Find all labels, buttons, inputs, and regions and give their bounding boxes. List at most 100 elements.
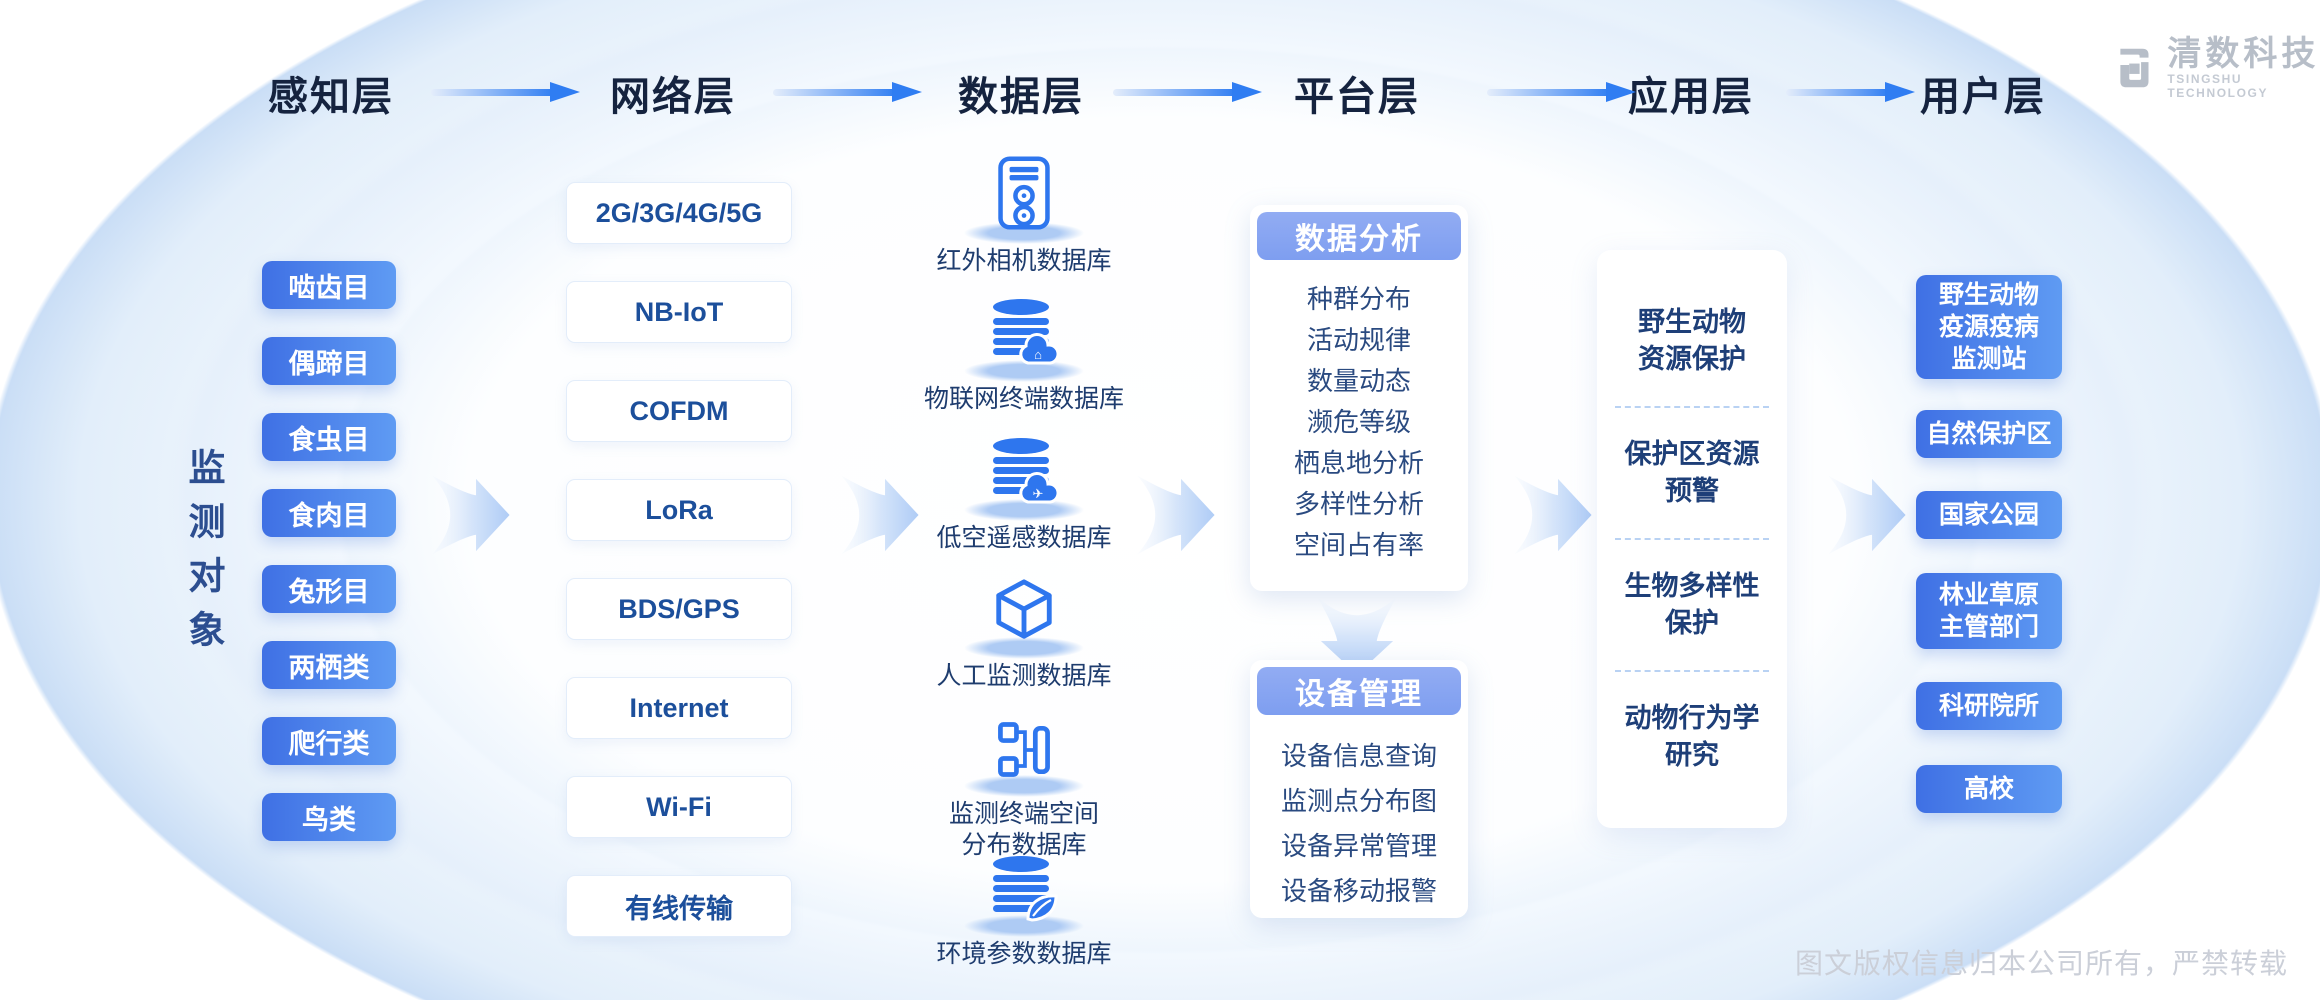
analysis-item: 种群分布: [1306, 284, 1411, 314]
database-label: 环境参数数据库: [936, 940, 1112, 968]
database-item: 红外相机数据库: [914, 156, 1134, 277]
layer-title-user: 用户层: [1920, 75, 2046, 119]
perception-item-birds: 鸟类: [262, 793, 396, 841]
database-label: 低空遥感数据库: [936, 524, 1112, 552]
application-item-line: 资源保护: [1638, 344, 1746, 374]
application-item: 生物多样性 保护: [1597, 540, 1787, 670]
svg-text:✈: ✈: [1033, 486, 1044, 501]
database-item: ⌂ 物联网终端数据库: [914, 298, 1134, 415]
database-label: 监测终端空间: [948, 800, 1099, 828]
device-management-card-title: 设备管理: [1257, 667, 1461, 715]
network-item-nbiot: NB-IoT: [566, 281, 792, 343]
brand-logo: 清数科技 TSINGSHU TECHNOLOGY: [2110, 36, 2320, 100]
flow-arrow-icon: [1132, 470, 1218, 560]
dashed-divider: [1615, 538, 1769, 540]
device-item: 设备异常管理: [1280, 831, 1437, 861]
network-item-lora: LoRa: [566, 479, 792, 541]
perception-item-carnivora: 食肉目: [262, 489, 396, 537]
user-item-line: 主管部门: [1938, 613, 2039, 641]
analysis-item: 数量动态: [1306, 366, 1411, 396]
aerial-cloud-database-icon: ✈: [914, 437, 1134, 507]
cube-icon: [914, 575, 1134, 645]
user-item-national-park: 国家公园: [1916, 491, 2062, 539]
perception-item-lagomorpha: 兔形目: [262, 565, 396, 613]
application-item-line: 生物多样性: [1624, 571, 1760, 601]
database-label: 物联网终端数据库: [923, 385, 1124, 413]
database-item: 环境参数数据库: [914, 853, 1134, 970]
database-label: 红外相机数据库: [936, 247, 1112, 275]
user-item-line: 高校: [1963, 775, 2014, 803]
analysis-item: 濒危等级: [1306, 407, 1411, 437]
application-item-line: 野生动物: [1638, 307, 1746, 337]
application-item-line: 预警: [1665, 476, 1719, 506]
monitor-objects-label: 监测对象: [183, 448, 224, 664]
tsingshu-logo-icon: [2120, 48, 2149, 88]
user-item-line: 林业草原: [1938, 581, 2039, 609]
brand-name-cn: 清数科技: [2167, 35, 2320, 73]
application-item: 野生动物 资源保护: [1597, 276, 1787, 406]
analysis-item: 空间占有率: [1293, 530, 1424, 560]
network-item-wired: 有线传输: [566, 875, 792, 937]
application-item-line: 研究: [1665, 740, 1719, 770]
device-item: 监测点分布图: [1280, 786, 1437, 816]
copyright-notice: 图文版权信息归本公司所有，严禁转载: [1794, 948, 2288, 979]
perception-item-artiodactyla: 偶蹄目: [262, 337, 396, 385]
perception-item-amphibia: 两栖类: [262, 641, 396, 689]
layer-title-data: 数据层: [958, 75, 1084, 119]
data-analysis-card: 数据分析 种群分布 活动规律 数量动态 濒危等级 栖息地分析 多样性分析 空间占…: [1250, 205, 1468, 591]
flow-arrow-icon: [427, 470, 513, 560]
flow-arrow-icon: [836, 470, 922, 560]
user-item-research-institute: 科研院所: [1916, 682, 2062, 730]
application-item: 动物行为学 研究: [1597, 672, 1787, 802]
device-management-card: 设备管理 设备信息查询 监测点分布图 设备异常管理 设备移动报警: [1250, 660, 1468, 918]
user-item-university: 高校: [1916, 765, 2062, 813]
database-item: 监测终端空间 分布数据库: [914, 713, 1134, 861]
user-item-line: 国家公园: [1938, 501, 2039, 529]
distribution-map-icon: [914, 713, 1134, 783]
perception-item-reptilia: 爬行类: [262, 717, 396, 765]
layer-title-network: 网络层: [610, 75, 736, 119]
flow-arrow-icon: [1509, 470, 1595, 560]
user-item-nature-reserve: 自然保护区: [1916, 410, 2062, 458]
database-label: 人工监测数据库: [936, 662, 1112, 690]
network-item-internet: Internet: [566, 677, 792, 739]
application-item-line: 保护: [1665, 608, 1719, 638]
leaf-database-icon: [914, 853, 1134, 923]
user-item-line: 自然保护区: [1926, 420, 2052, 448]
device-item: 设备信息查询: [1280, 741, 1437, 771]
user-item-line: 科研院所: [1938, 692, 2039, 720]
network-item-cofdm: COFDM: [566, 380, 792, 442]
layer-title-perception: 感知层: [268, 75, 394, 119]
user-item-forestry-authority: 林业草原 主管部门: [1916, 573, 2062, 649]
perception-item-insectivora: 食虫目: [262, 413, 396, 461]
application-item-line: 保护区资源: [1624, 439, 1760, 469]
layer-title-application: 应用层: [1628, 75, 1754, 119]
flow-arrow-icon: [1823, 470, 1909, 560]
database-item: ✈ 低空遥感数据库: [914, 437, 1134, 554]
brand-name-en: TSINGSHU TECHNOLOGY: [2167, 72, 2269, 100]
header-arrow-icon: [773, 80, 923, 109]
header-arrow-icon: [1487, 80, 1637, 109]
database-label: 分布数据库: [961, 831, 1087, 859]
user-item-epidemic-station: 野生动物 疫源疫病 监测站: [1916, 275, 2062, 379]
user-item-line: 野生动物: [1938, 281, 2039, 309]
network-item-bdsgps: BDS/GPS: [566, 578, 792, 640]
data-analysis-card-title: 数据分析: [1257, 212, 1461, 260]
application-card: 野生动物 资源保护 保护区资源 预警 生物多样性 保护 动物行为学 研究: [1597, 250, 1787, 828]
svg-text:⌂: ⌂: [1034, 347, 1042, 362]
dashed-divider: [1615, 406, 1769, 408]
analysis-item: 栖息地分析: [1293, 448, 1424, 478]
header-arrow-icon: [1786, 80, 1916, 109]
dashed-divider: [1615, 670, 1769, 672]
header-arrow-icon: [1113, 80, 1263, 109]
network-item-wifi: Wi-Fi: [566, 776, 792, 838]
network-item-cellular: 2G/3G/4G/5G: [566, 182, 792, 244]
analysis-item: 多样性分析: [1293, 489, 1424, 519]
infrared-camera-icon: [914, 156, 1134, 230]
user-item-line: 疫源疫病: [1938, 313, 2039, 341]
layer-title-platform: 平台层: [1294, 75, 1420, 119]
iot-cloud-database-icon: ⌂: [914, 298, 1134, 368]
header-arrow-icon: [431, 80, 581, 109]
database-item: 人工监测数据库: [914, 575, 1134, 692]
